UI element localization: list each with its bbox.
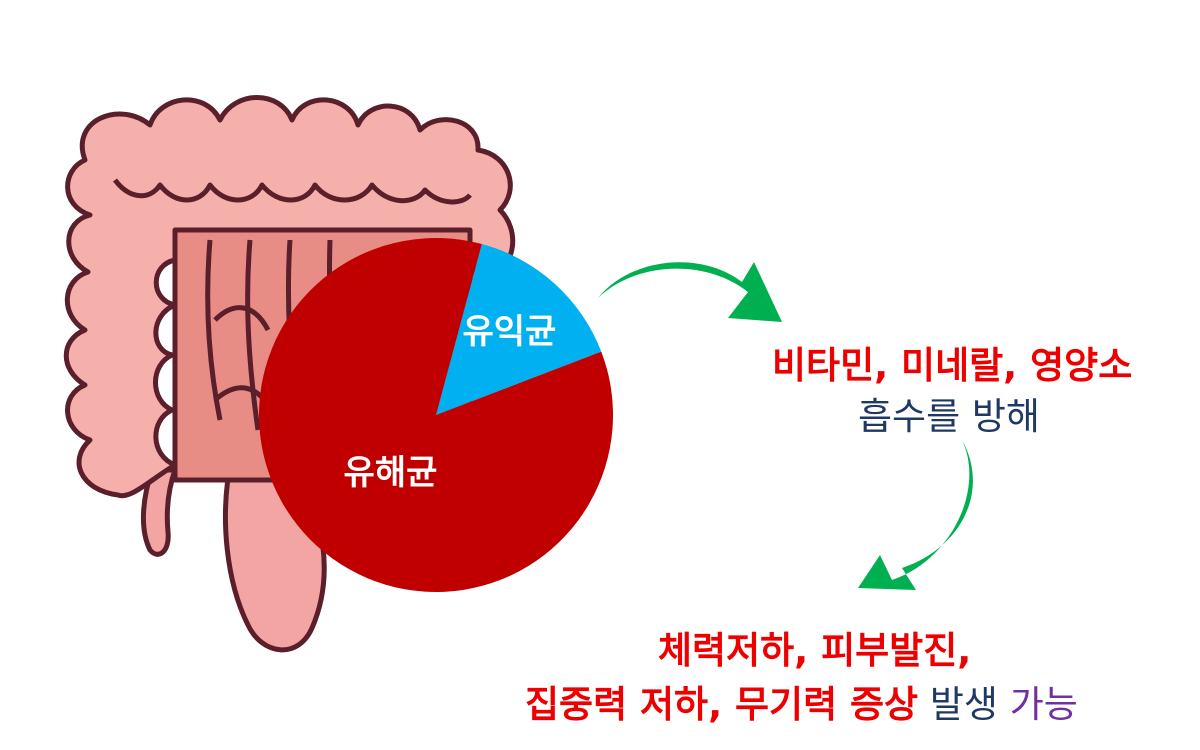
pie-slice-beneficial xyxy=(436,244,602,415)
green-arrow-to-symptoms xyxy=(858,440,973,590)
symptoms-text-line1: 체력저하, 피부발진, xyxy=(658,629,972,672)
pie-label-harmful: 유해균 xyxy=(344,453,438,493)
absorption-block-text: 흡수를 방해 xyxy=(858,395,1040,438)
symptoms-possible-text: 가능 xyxy=(1009,683,1078,726)
pie-slice-harmful xyxy=(259,237,613,592)
symptoms-text-line2: 집중력 저하, 무기력 증상 발생 가능 xyxy=(525,674,1078,728)
pie-label-beneficial: 유익균 xyxy=(463,312,557,352)
symptoms-red-text: 집중력 저하, 무기력 증상 xyxy=(525,683,919,726)
green-arrow-to-absorption xyxy=(598,262,782,322)
absorption-nutrients-text: 비타민, 미네랄, 영양소 xyxy=(772,344,1133,387)
symptoms-occur-text: 발생 xyxy=(929,683,998,726)
